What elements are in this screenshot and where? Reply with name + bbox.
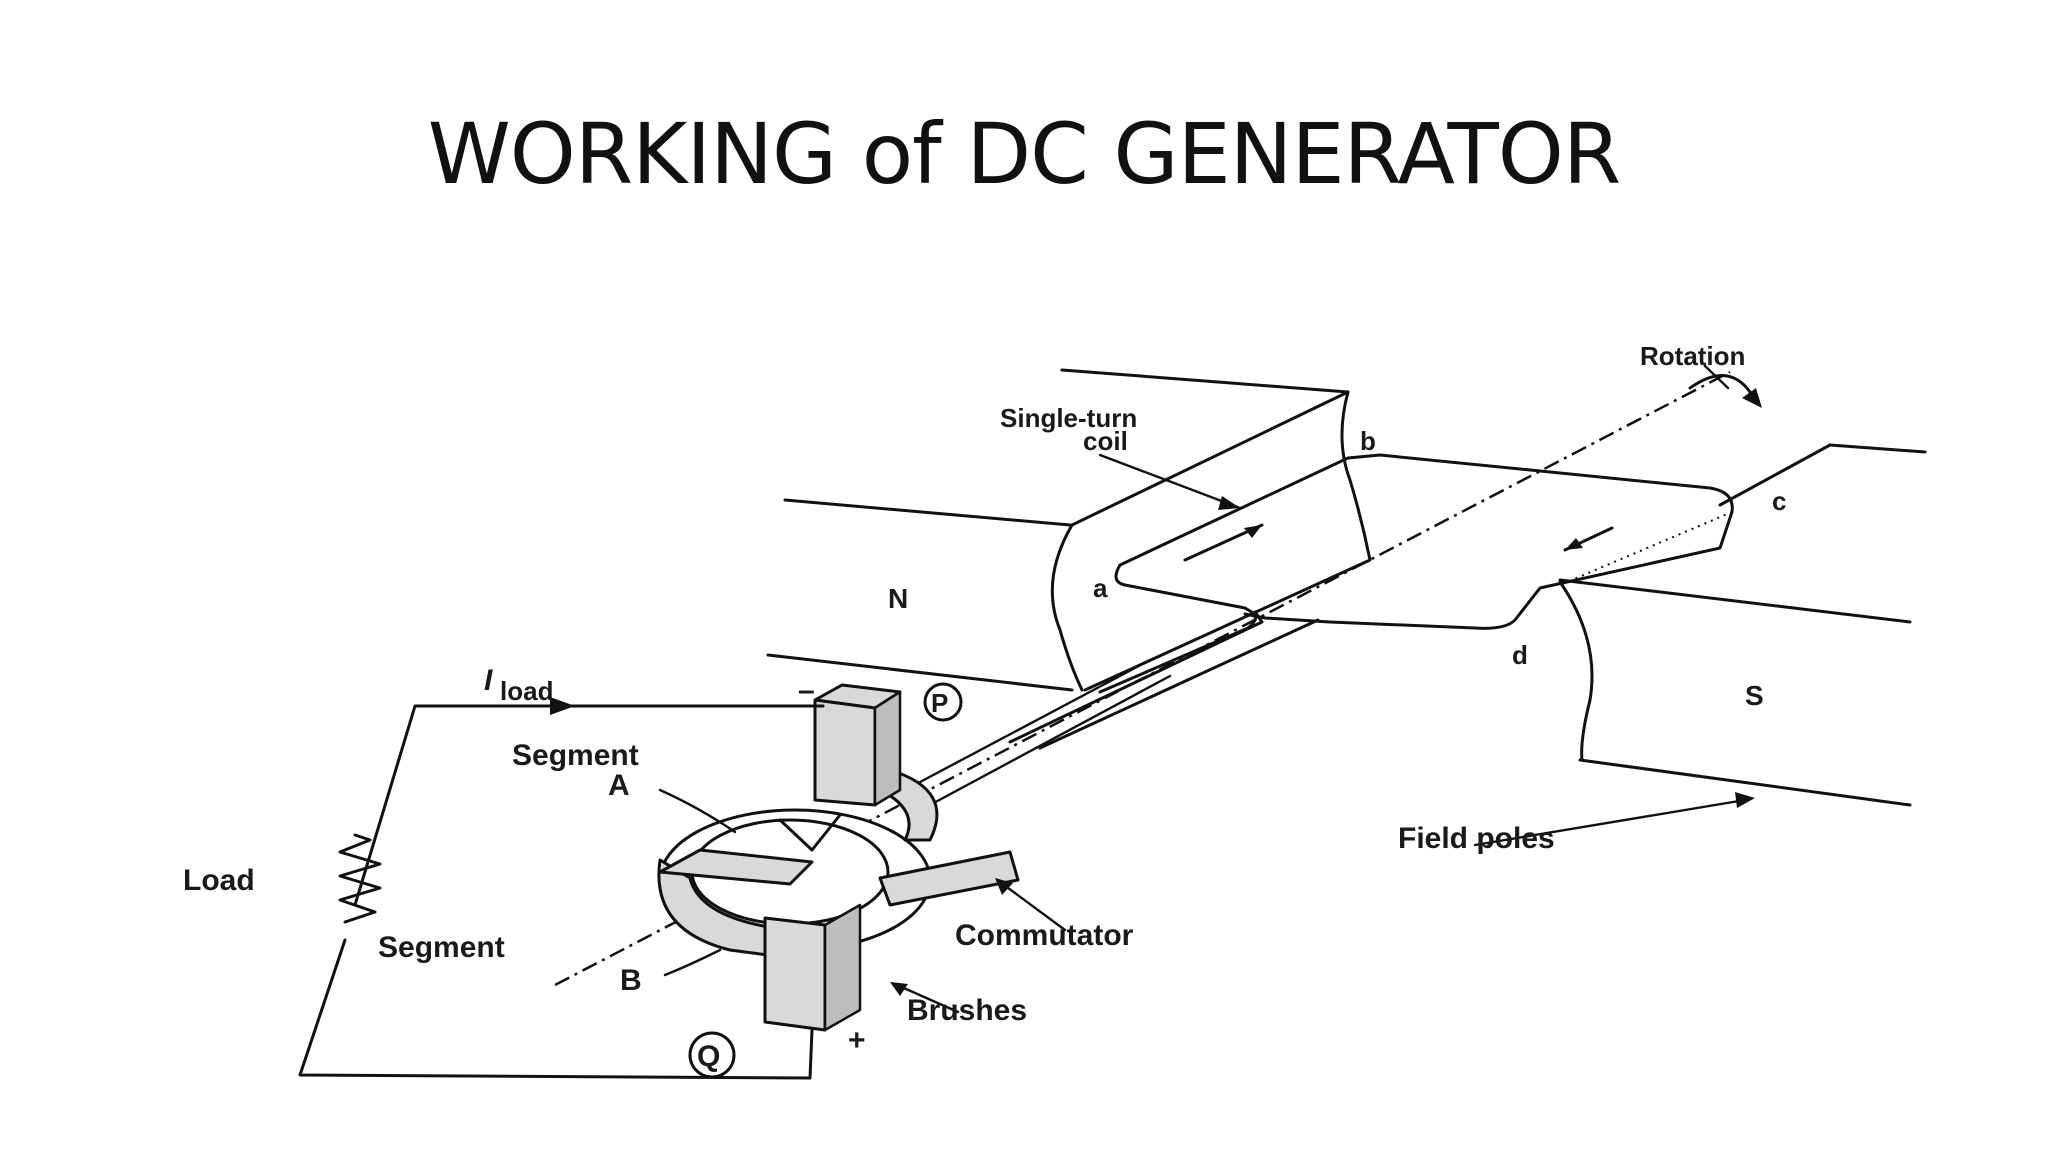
rotation-label: Rotation — [1640, 341, 1745, 371]
single-turn-label-line2: coil — [1083, 426, 1128, 456]
load-label: Load — [183, 864, 255, 897]
coil-point-b: b — [1360, 426, 1376, 456]
load-current-label: I — [484, 664, 493, 697]
north-pole-label: N — [888, 583, 908, 614]
terminal-q-label: Q — [697, 1040, 720, 1073]
segment-b-label-line1: Segment — [378, 931, 505, 964]
terminal-q-circle — [688, 1031, 736, 1079]
commutator — [657, 768, 1020, 960]
slide-title: WORKING of DC GENERATOR — [427, 105, 1622, 203]
coil-point-a: a — [1093, 573, 1108, 603]
segment-a-label-line1: Segment — [512, 739, 639, 772]
pointer-lines — [658, 364, 1755, 1014]
north-pole — [766, 368, 1372, 692]
brushes-label: Brushes — [907, 994, 1027, 1027]
commutator-label: Commutator — [955, 919, 1134, 952]
shaft — [903, 658, 1172, 807]
single-turn-coil — [1008, 453, 1734, 750]
coil-point-d: d — [1512, 640, 1528, 670]
segment-b-label-line2: B — [620, 964, 642, 997]
resistor-icon — [338, 833, 382, 924]
segment-a-label-line2: A — [608, 769, 630, 802]
terminal-p-label: P — [931, 688, 948, 718]
south-pole — [1558, 443, 1927, 807]
single-turn-label-line1: Single-turn — [1000, 403, 1137, 433]
terminal-p-circle — [923, 682, 963, 722]
coil-point-c: c — [1772, 486, 1786, 516]
negative-terminal-label: – — [798, 674, 815, 707]
rotation-arrow-icon — [1688, 374, 1762, 408]
positive-terminal-label: + — [848, 1024, 866, 1057]
load-current-subscript: load — [500, 676, 553, 706]
south-pole-label: S — [1745, 680, 1764, 711]
brushes — [763, 683, 902, 1032]
field-poles-label: Field poles — [1398, 822, 1555, 855]
load-circuit — [298, 697, 825, 1080]
